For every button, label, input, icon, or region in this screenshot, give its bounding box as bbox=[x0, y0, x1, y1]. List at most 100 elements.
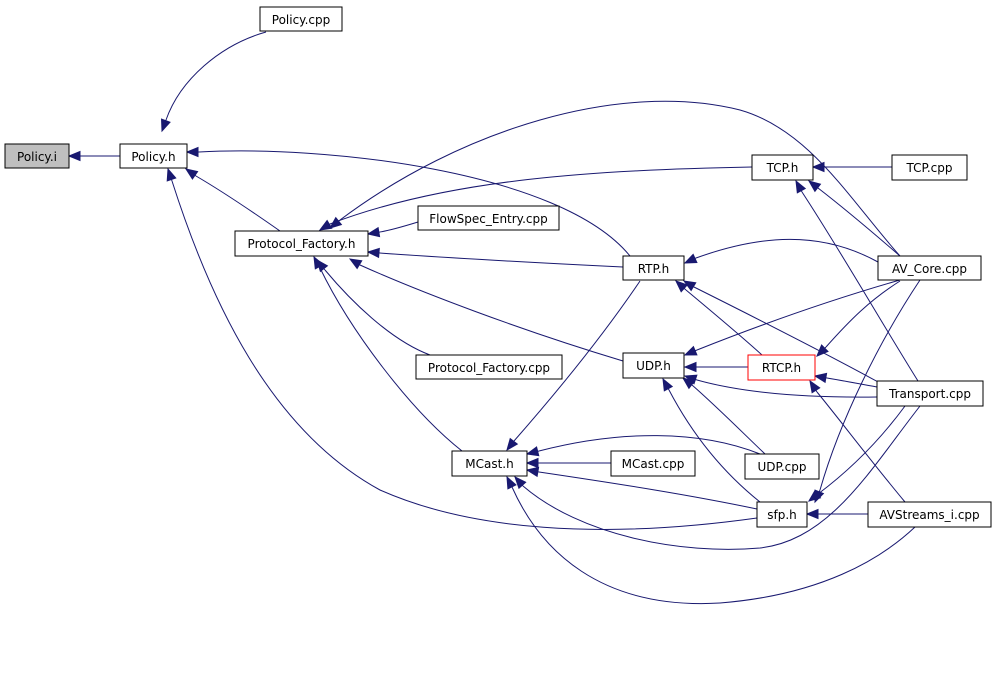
edge-avstreams-i-cpp-to-rtcp-h bbox=[816, 391, 906, 503]
node-label-udp-h: UDP.h bbox=[636, 359, 671, 373]
node-udp-cpp[interactable]: UDP.cpp bbox=[744, 453, 820, 480]
edge-flowspec-entry-cpp-to-protocol-factory-h bbox=[379, 221, 419, 233]
edge-rtp-h-to-policy-h bbox=[198, 150, 631, 257]
node-policy-i[interactable]: Policy.i bbox=[4, 143, 70, 169]
node-label-policy-i: Policy.i bbox=[17, 150, 57, 164]
arrowhead-icon bbox=[184, 168, 199, 180]
edge-av-core-cpp-to-protocol-factory-h bbox=[339, 100, 901, 257]
arrowhead-icon bbox=[318, 219, 333, 231]
node-label-avstreams-i-cpp: AVStreams_i.cpp bbox=[879, 508, 979, 522]
node-label-transport-cpp: Transport.cpp bbox=[888, 387, 971, 401]
arrowhead-icon bbox=[683, 253, 698, 264]
edge-udp-cpp-to-mcast-h bbox=[538, 435, 761, 455]
node-udp-h[interactable]: UDP.h bbox=[622, 352, 685, 379]
edge-udp-cpp-to-udp-h bbox=[691, 384, 766, 455]
node-label-protocol-factory-h: Protocol_Factory.h bbox=[248, 237, 356, 251]
edge-av-core-cpp-to-udp-h bbox=[696, 279, 901, 351]
edge-av-core-cpp-to-rtcp-h bbox=[825, 280, 901, 348]
node-sfp-h[interactable]: sfp.h bbox=[756, 501, 808, 528]
node-policy-cpp[interactable]: Policy.cpp bbox=[259, 6, 343, 32]
edge-transport-cpp-to-udp-h bbox=[696, 379, 878, 398]
edge-rtp-h-to-protocol-factory-h bbox=[379, 252, 624, 268]
node-label-protocol-factory-cpp: Protocol_Factory.cpp bbox=[428, 361, 550, 375]
arrowhead-icon bbox=[185, 146, 199, 158]
edge-avstreams-i-cpp-to-mcast-h bbox=[511, 486, 916, 605]
edge-transport-cpp-to-mcast-h bbox=[522, 405, 921, 550]
edge-protocol-factory-cpp-to-protocol-factory-h bbox=[324, 269, 431, 356]
edge-av-core-cpp-to-sfp-h bbox=[819, 279, 921, 491]
node-rtp-h[interactable]: RTP.h bbox=[622, 255, 685, 281]
node-label-sfp-h: sfp.h bbox=[767, 508, 797, 522]
arrowhead-icon bbox=[506, 475, 517, 490]
node-label-udp-cpp: UDP.cpp bbox=[757, 460, 806, 474]
node-mcast-cpp[interactable]: MCast.cpp bbox=[610, 450, 696, 477]
arrowhead-icon bbox=[67, 150, 81, 162]
edge-protocol-factory-h-to-policy-h bbox=[195, 175, 281, 232]
node-label-rtcp-h: RTCP.h bbox=[762, 361, 801, 375]
edge-sfp-h-to-mcast-h bbox=[538, 471, 758, 510]
arrowhead-icon bbox=[166, 167, 177, 182]
edge-tcp-h-to-protocol-factory-h bbox=[329, 166, 753, 225]
arrowhead-icon bbox=[807, 180, 822, 193]
arrowhead-icon bbox=[506, 437, 519, 452]
node-label-mcast-h: MCast.h bbox=[465, 457, 513, 471]
arrowhead-icon bbox=[675, 280, 689, 293]
node-label-rtp-h: RTP.h bbox=[638, 262, 670, 276]
arrowhead-icon bbox=[348, 258, 363, 270]
node-tcp-cpp[interactable]: TCP.cpp bbox=[891, 154, 968, 181]
edge-av-core-cpp-to-tcp-h bbox=[817, 187, 901, 257]
edge-mcast-h-to-protocol-factory-h bbox=[319, 267, 463, 452]
node-label-av-core-cpp: AV_Core.cpp bbox=[892, 262, 967, 276]
arrowhead-icon bbox=[681, 377, 696, 390]
arrowhead-icon bbox=[682, 280, 697, 292]
node-label-mcast-cpp: MCast.cpp bbox=[622, 457, 685, 471]
node-protocol-factory-cpp[interactable]: Protocol_Factory.cpp bbox=[415, 354, 563, 380]
node-rtcp-h[interactable]: RTCP.h bbox=[747, 354, 816, 381]
arrowhead-icon bbox=[662, 377, 674, 392]
node-label-tcp-h: TCP.h bbox=[766, 161, 799, 175]
arrowhead-icon bbox=[816, 344, 829, 357]
arrowhead-icon bbox=[366, 226, 381, 238]
arrowhead-icon bbox=[813, 372, 828, 384]
arrowhead-icon bbox=[683, 361, 697, 373]
arrowhead-icon bbox=[809, 379, 821, 394]
arrowhead-icon bbox=[525, 446, 540, 457]
node-label-flowspec-entry-cpp: FlowSpec_Entry.cpp bbox=[429, 212, 547, 226]
arrowheads-layer bbox=[67, 118, 829, 520]
node-label-policy-h: Policy.h bbox=[131, 150, 175, 164]
nodes-layer: Policy.i Policy.h Policy.cpp Protocol_Fa… bbox=[4, 6, 992, 528]
edges-layer bbox=[80, 31, 921, 605]
edge-sfp-h-to-policy-h bbox=[171, 180, 758, 530]
arrowhead-icon bbox=[805, 508, 819, 520]
arrowhead-icon bbox=[161, 118, 171, 133]
arrowhead-icon bbox=[795, 179, 807, 194]
edge-transport-cpp-to-tcp-h bbox=[801, 191, 919, 382]
arrowhead-icon bbox=[811, 161, 825, 173]
edge-transport-cpp-to-sfp-h bbox=[817, 405, 906, 495]
edge-mcast-h-to-rtp-h bbox=[513, 280, 641, 442]
edge-udp-h-to-protocol-factory-h bbox=[359, 264, 624, 362]
edge-sfp-h-to-udp-h bbox=[668, 389, 761, 503]
arrowhead-icon bbox=[366, 247, 380, 259]
arrowhead-icon bbox=[313, 255, 325, 270]
node-avstreams-i-cpp[interactable]: AVStreams_i.cpp bbox=[867, 501, 992, 528]
edge-transport-cpp-to-rtcp-h bbox=[826, 377, 878, 388]
node-protocol-factory-h[interactable]: Protocol_Factory.h bbox=[234, 230, 369, 257]
node-tcp-h[interactable]: TCP.h bbox=[751, 154, 814, 181]
node-flowspec-entry-cpp[interactable]: FlowSpec_Entry.cpp bbox=[417, 205, 560, 231]
arrowhead-icon bbox=[525, 457, 539, 469]
edge-transport-cpp-to-rtp-h bbox=[693, 286, 881, 384]
node-mcast-h[interactable]: MCast.h bbox=[451, 450, 528, 477]
arrowhead-icon bbox=[525, 466, 540, 478]
arrowhead-icon bbox=[683, 345, 698, 356]
node-av-core-cpp[interactable]: AV_Core.cpp bbox=[877, 255, 982, 281]
node-policy-h[interactable]: Policy.h bbox=[119, 143, 188, 169]
edge-rtcp-h-to-rtp-h bbox=[685, 289, 763, 356]
arrowhead-icon bbox=[807, 489, 822, 502]
node-label-tcp-cpp: TCP.cpp bbox=[905, 161, 952, 175]
node-transport-cpp[interactable]: Transport.cpp bbox=[876, 380, 984, 407]
node-label-policy-cpp: Policy.cpp bbox=[272, 13, 330, 27]
arrowhead-icon bbox=[328, 216, 343, 229]
edge-av-core-cpp-to-rtp-h bbox=[695, 238, 879, 263]
